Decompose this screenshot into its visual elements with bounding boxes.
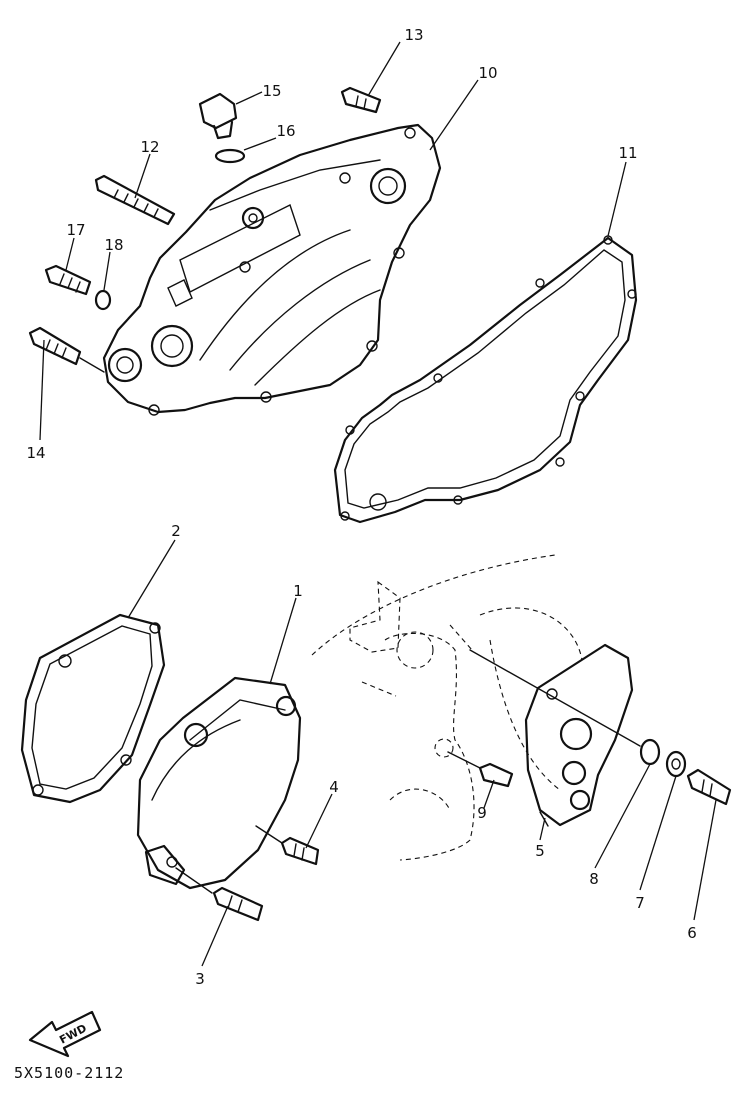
callout-10: 10 <box>478 64 497 82</box>
leader-lines <box>39 41 717 967</box>
bolt-part-13 <box>340 86 382 114</box>
bolt-part-4 <box>255 825 320 866</box>
engine-outline <box>311 554 583 861</box>
bolt-part-9 <box>447 751 514 788</box>
callout-9: 9 <box>477 804 487 822</box>
callout-12: 12 <box>140 138 159 156</box>
crankcase-cover-part-10 <box>102 123 442 416</box>
bolt-part-17 <box>44 264 92 296</box>
bolt-part-14 <box>28 326 105 373</box>
plug-part-15 <box>198 92 238 140</box>
callout-17: 17 <box>66 221 85 239</box>
callout-2: 2 <box>171 522 181 540</box>
callout-5: 5 <box>535 842 545 860</box>
o-ring-part-16 <box>214 148 246 164</box>
callout-6: 6 <box>687 924 697 942</box>
bolt-part-6 <box>686 768 732 806</box>
callout-14: 14 <box>26 444 45 462</box>
cover-part-1 <box>136 676 302 894</box>
gasket-part-2 <box>20 613 166 804</box>
callout-7: 7 <box>635 894 645 912</box>
washer-part-8 <box>639 738 661 766</box>
callout-15: 15 <box>262 82 281 100</box>
callout-8: 8 <box>589 870 599 888</box>
callout-11: 11 <box>618 144 637 162</box>
bolt-part-12 <box>94 174 176 226</box>
gasket-part-11 <box>333 235 638 524</box>
callout-labels: 13 10 15 16 12 11 17 18 14 2 1 4 9 5 8 7… <box>26 26 696 988</box>
callout-16: 16 <box>276 122 295 140</box>
pump-housing-part-5 <box>469 643 641 827</box>
callout-18: 18 <box>104 236 123 254</box>
callout-13: 13 <box>404 26 423 44</box>
callout-3: 3 <box>195 970 205 988</box>
drawing-code: 5X5100-2112 <box>14 1064 124 1082</box>
callout-4: 4 <box>329 778 339 796</box>
bolt-part-3 <box>212 886 264 922</box>
washer-part-18 <box>94 289 112 311</box>
callout-1: 1 <box>293 582 303 600</box>
fwd-arrow-icon: FWD <box>28 1010 102 1058</box>
washer-part-7 <box>665 750 687 778</box>
